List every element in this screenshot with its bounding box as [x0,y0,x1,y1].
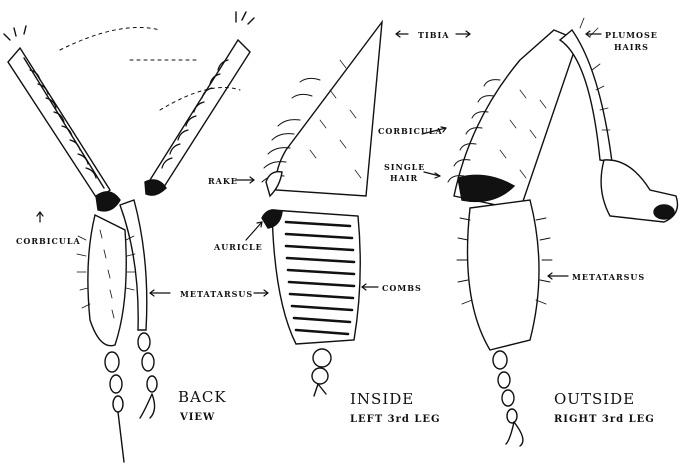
label-combs: COMBS [382,283,422,293]
inside-view-leg [262,22,382,396]
caption-outside-line1: OUTSIDE [554,390,635,408]
label-corbicula-left: CORBICULA [16,236,81,246]
caption-inside-line1: INSIDE [350,390,414,408]
caption-back-line1: BACK [178,388,227,406]
outside-view-leg [448,18,678,446]
label-single-hair-2: HAIR [390,173,418,183]
label-rake: RAKE [208,176,238,186]
caption-outside-line2: RIGHT 3rd LEG [554,414,655,425]
label-plumose-hairs-2: HAIRS [614,42,649,52]
label-corbicula-right: CORBICULA [378,126,443,136]
label-plumose-hairs-1: PLUMOSE [605,30,658,40]
label-tibia: TIBIA [418,30,449,40]
label-metatarsus-right: METATARSUS [572,272,645,282]
caption-back-line2: VIEW [180,412,215,423]
caption-inside-line2: LEFT 3rd LEG [350,414,441,425]
label-auricle: AURICLE [214,242,263,252]
label-single-hair-1: SINGLE [384,162,425,172]
label-metatarsus-left: METATARSUS [180,289,253,299]
